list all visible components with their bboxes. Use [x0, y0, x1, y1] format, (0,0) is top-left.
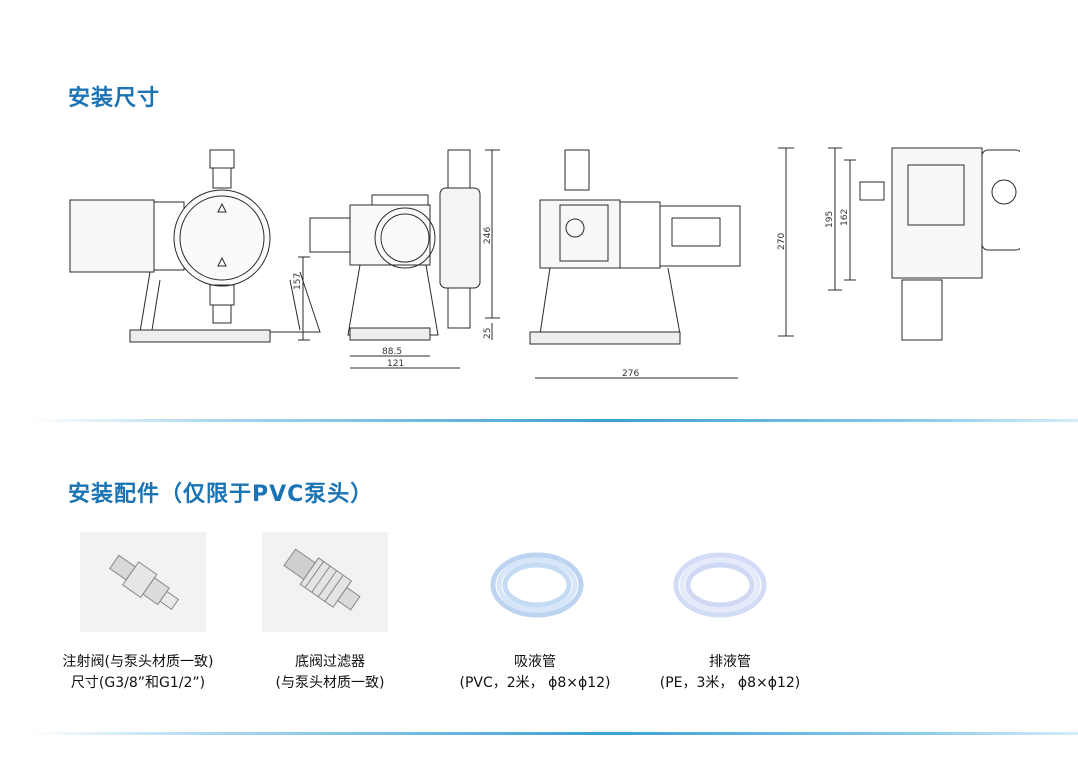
accessory-name: 注射阀(与泵头材质一致)	[62, 654, 214, 670]
section-title-accessories: 安装配件（仅限于PVC泵头）	[68, 482, 374, 507]
dimension-drawings: 157 246 25 88.5 121 270 276 195 162	[69, 147, 1020, 379]
accessory-name: 排液管	[709, 654, 751, 670]
foot-valve-filter-image	[262, 532, 388, 632]
section-divider-2	[30, 732, 1078, 735]
accessory-detail: 尺寸(G3/8”和G1/2”)	[70, 675, 206, 691]
accessory-name: 底阀过滤器	[295, 654, 365, 670]
section-title-install-dimensions: 安装尺寸	[68, 86, 161, 111]
dim-276: 276	[622, 369, 639, 379]
injection-valve-image	[80, 532, 206, 632]
discharge-tube-image	[673, 552, 767, 618]
side-view-drawing	[298, 149, 500, 369]
top-view-drawing	[828, 147, 1020, 341]
accessory-caption-discharge-tube: 排液管 (PE，3米， ϕ8×ϕ12)	[630, 652, 830, 694]
dim-195: 195	[825, 211, 835, 228]
section-divider-1	[30, 419, 1078, 422]
accessory-detail: (PE，3米， ϕ8×ϕ12)	[659, 675, 801, 691]
accessory-caption-foot-valve: 底阀过滤器 (与泵头材质一致)	[230, 652, 430, 694]
accessory-detail: (PVC，2米， ϕ8×ϕ12)	[459, 675, 611, 691]
dim-88-5: 88.5	[382, 347, 402, 357]
accessory-name: 吸液管	[514, 654, 556, 670]
front-view-drawing	[69, 149, 321, 343]
accessory-detail: (与泵头材质一致)	[275, 675, 385, 691]
dim-270: 270	[777, 233, 787, 250]
dim-121: 121	[387, 359, 404, 369]
dim-25: 25	[483, 328, 493, 339]
suction-tube-image	[490, 552, 584, 618]
accessory-caption-suction-tube: 吸液管 (PVC，2米， ϕ8×ϕ12)	[435, 652, 635, 694]
dim-162: 162	[840, 209, 850, 226]
dim-157: 157	[293, 273, 303, 290]
dim-246: 246	[483, 227, 493, 244]
rear-view-drawing	[529, 147, 794, 379]
accessory-caption-injection-valve: 注射阀(与泵头材质一致) 尺寸(G3/8”和G1/2”)	[38, 652, 238, 694]
